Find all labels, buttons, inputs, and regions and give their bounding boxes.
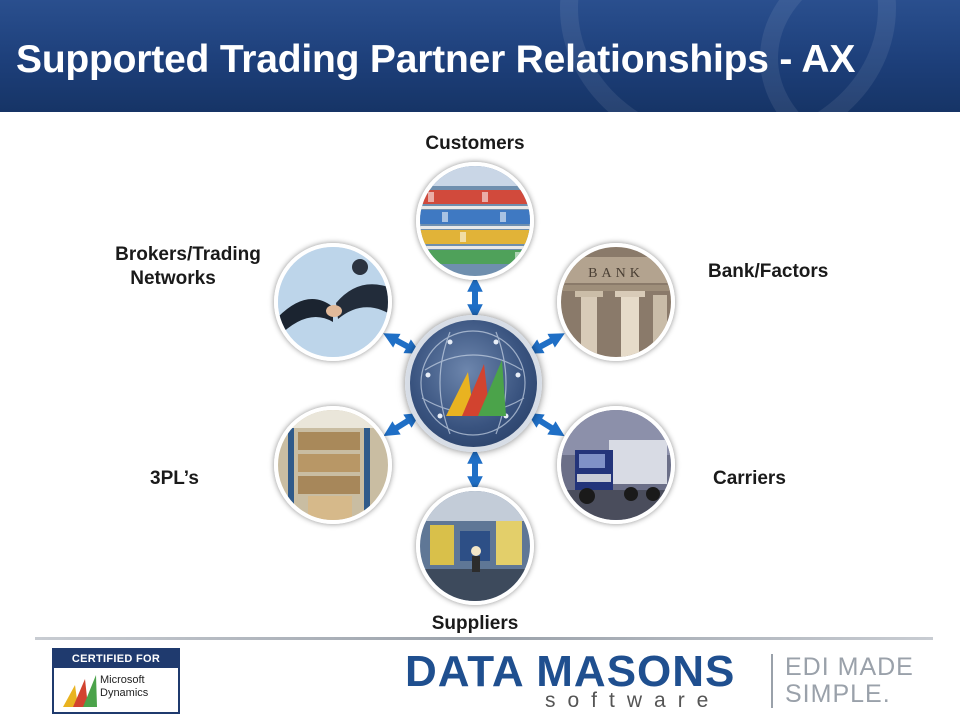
logo-divider [771, 654, 773, 708]
svg-text:BANK: BANK [588, 266, 644, 281]
cert-microsoft: Microsoft [100, 674, 145, 686]
3pl-label: 3PL’s [150, 468, 199, 489]
cert-heading: CERTIFIED FOR [54, 650, 178, 668]
title-banner: Supported Trading Partner Relationships … [0, 0, 960, 112]
logo-name: DATA MASONS [405, 647, 736, 696]
semi-truck-icon [561, 410, 671, 520]
data-masons-logo: DATA MASONS software EDI MADE SIMPLE. [405, 650, 925, 712]
bank-building-icon: BANK [561, 247, 671, 357]
banner-swirl-decoration [760, 0, 960, 112]
brokers-label: Brokers/Trading Networks [88, 243, 288, 291]
3pl-node [274, 406, 392, 524]
carriers-label: Carriers [713, 468, 786, 489]
brokers-node [274, 243, 392, 361]
customers-label: Customers [425, 133, 525, 154]
brokers-label-line1: Brokers/Trading [115, 244, 261, 265]
suppliers-label: Suppliers [431, 613, 519, 634]
arrow-brokers [383, 333, 421, 354]
arrow-carriers [527, 412, 565, 437]
logo-tagline-line1: EDI MADE [785, 653, 914, 681]
bank-label: Bank/Factors [708, 261, 829, 282]
certified-badge: CERTIFIED FOR Microsoft Dynamics [52, 648, 180, 714]
slide-title: Supported Trading Partner Relationships … [16, 38, 856, 81]
brokers-label-line2: Networks [130, 268, 216, 289]
handshake-icon [278, 247, 388, 357]
warehouse-icon [278, 410, 388, 520]
logo-tagline: EDI MADE SIMPLE. [785, 654, 914, 708]
carriers-node [557, 406, 675, 524]
logo-subtitle: software [545, 689, 721, 712]
dynamics-ax-hub [405, 315, 542, 452]
grocery-store-shelves-icon [420, 166, 530, 276]
customers-node [416, 162, 534, 280]
footer-divider [35, 637, 933, 640]
suppliers-node [416, 487, 534, 605]
factory-floor-icon [420, 491, 530, 601]
bank-node: BANK [557, 243, 675, 361]
microsoft-dynamics-ax-logo-icon [420, 330, 526, 436]
arrow-bank [527, 333, 565, 354]
cert-dynamics: Dynamics [100, 687, 149, 699]
logo-tagline-line2: SIMPLE. [785, 680, 891, 708]
arrow-3pl [383, 412, 421, 437]
dynamics-logo-icon [63, 675, 97, 707]
